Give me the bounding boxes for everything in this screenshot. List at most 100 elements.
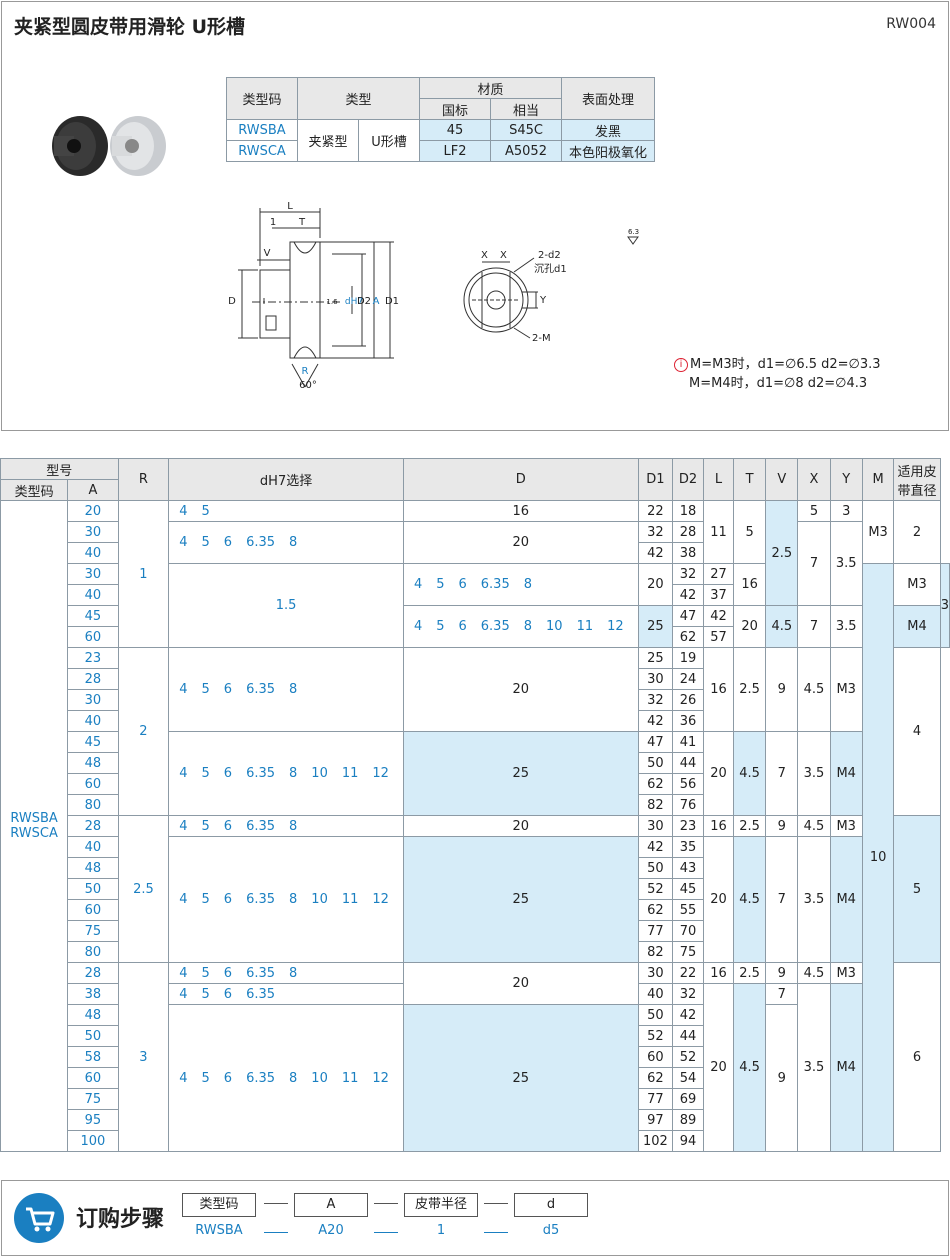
dh7-option: 8 [289, 535, 298, 550]
header-T: T [732, 458, 767, 501]
D2-cell: 52 [672, 1046, 704, 1068]
D2-cell: 70 [672, 920, 704, 942]
D1-cell: 52 [637, 1025, 674, 1047]
dim-D1: D1 [385, 296, 399, 307]
X-cell: 7 [765, 836, 799, 963]
R-cell: 1.5 [168, 563, 404, 648]
dim-A: A [373, 296, 380, 307]
product-info-panel: 夹紧型圆皮带用滑轮 U形槽 RW004 类型码 类型 材质 表面处理 国标 相当… [1, 1, 949, 431]
A-cell: 38 [67, 983, 119, 1005]
D-cell: 25 [402, 1004, 639, 1152]
dh7-option: 11 [341, 766, 359, 781]
dh7-option: 8 [289, 965, 298, 981]
A-cell: 60 [67, 626, 119, 648]
A-cell: 95 [67, 1109, 119, 1131]
D2-cell: 19 [672, 647, 704, 669]
A-cell: 20 [67, 500, 119, 522]
A-cell: 60 [67, 1067, 119, 1089]
header-V: V [765, 458, 799, 501]
A-cell: 23 [67, 647, 119, 669]
D1-cell: 42 [637, 710, 674, 732]
dim-dh7: dH7 [345, 297, 363, 307]
D1-cell: 60 [637, 1046, 674, 1068]
R-cell: 3 [117, 962, 170, 1152]
spec-surface: 发黑 [561, 119, 655, 141]
R-cell: 1 [117, 500, 170, 648]
D2-cell: 41 [672, 731, 704, 753]
dh7-option: 4 [179, 503, 188, 519]
dim-X: X [500, 250, 507, 261]
dh7-option: 4 [179, 766, 188, 781]
D2-cell: 42 [672, 1004, 704, 1026]
dh7-option: 6.35 [246, 986, 276, 1002]
D2-cell: 38 [672, 542, 704, 564]
D2-cell: 57 [702, 626, 735, 648]
D2-cell: 36 [672, 710, 704, 732]
L-cell: 16 [732, 563, 767, 606]
dh7-option: 10 [546, 619, 563, 634]
Y-cell: 4.5 [797, 815, 831, 837]
M-cell: M3 [829, 647, 863, 732]
dh7-option: 5 [201, 535, 210, 550]
dh7-option: 5 [201, 503, 210, 519]
dh7-option: 6.35 [480, 577, 510, 592]
header-model: 型号 [0, 458, 119, 480]
D1-cell: 50 [637, 1004, 674, 1026]
D2-cell: 45 [672, 878, 704, 900]
product-photo [52, 116, 166, 176]
D1-cell: 47 [672, 605, 704, 627]
D2-cell: 94 [672, 1130, 704, 1152]
A-cell: 58 [67, 1046, 119, 1068]
L-cell: 16 [702, 815, 735, 837]
A-cell: 50 [67, 878, 119, 900]
A-cell: 28 [67, 815, 119, 837]
dim-roughness: 1.6 [326, 298, 338, 306]
A-cell: 30 [67, 563, 119, 585]
D2-cell: 27 [702, 563, 735, 585]
D2-cell: 24 [672, 668, 704, 690]
dh7-option: 10 [311, 892, 328, 907]
dh7-option: 12 [372, 892, 389, 907]
cart-icon [14, 1193, 64, 1243]
D1-cell: 30 [637, 962, 674, 984]
X-cell: 9 [765, 962, 799, 984]
D1-cell: 50 [637, 752, 674, 774]
D2-cell: 44 [672, 752, 704, 774]
D2-cell: 32 [672, 983, 704, 1005]
dim-X: X [481, 250, 488, 261]
order-steps: 订购步骤 类型码 A 皮带半径 d RWSBA A20 1 d5 [1, 1180, 949, 1256]
D-cell: 25 [402, 836, 639, 963]
A-cell: 60 [67, 899, 119, 921]
dh7-option: 6 [223, 535, 233, 550]
D1-cell: 42 [637, 836, 674, 858]
A-cell: 75 [67, 920, 119, 942]
dh7-option: 6 [223, 682, 233, 697]
dh7-option: 8 [289, 892, 298, 907]
V-cell: 4.5 [765, 605, 799, 648]
D2-cell: 28 [672, 521, 704, 543]
V-cell: 2.5 [732, 815, 767, 837]
X-cell: 7 [797, 521, 831, 606]
V-cell: 2.5 [732, 647, 767, 732]
Y-cell: 3.5 [797, 983, 831, 1152]
D2-cell: 76 [672, 794, 704, 816]
dh7-option: 6.35 [246, 818, 276, 834]
D2-cell: 42 [702, 605, 735, 627]
D1-cell: 30 [637, 668, 674, 690]
belt-cell: 5 [893, 815, 941, 963]
dh7-option: 6.35 [246, 892, 276, 907]
dh7-option: 5 [201, 892, 210, 907]
V-cell: 2.5 [765, 500, 799, 606]
M-cell: M4 [829, 731, 863, 816]
dh7-option: 5 [201, 766, 210, 781]
